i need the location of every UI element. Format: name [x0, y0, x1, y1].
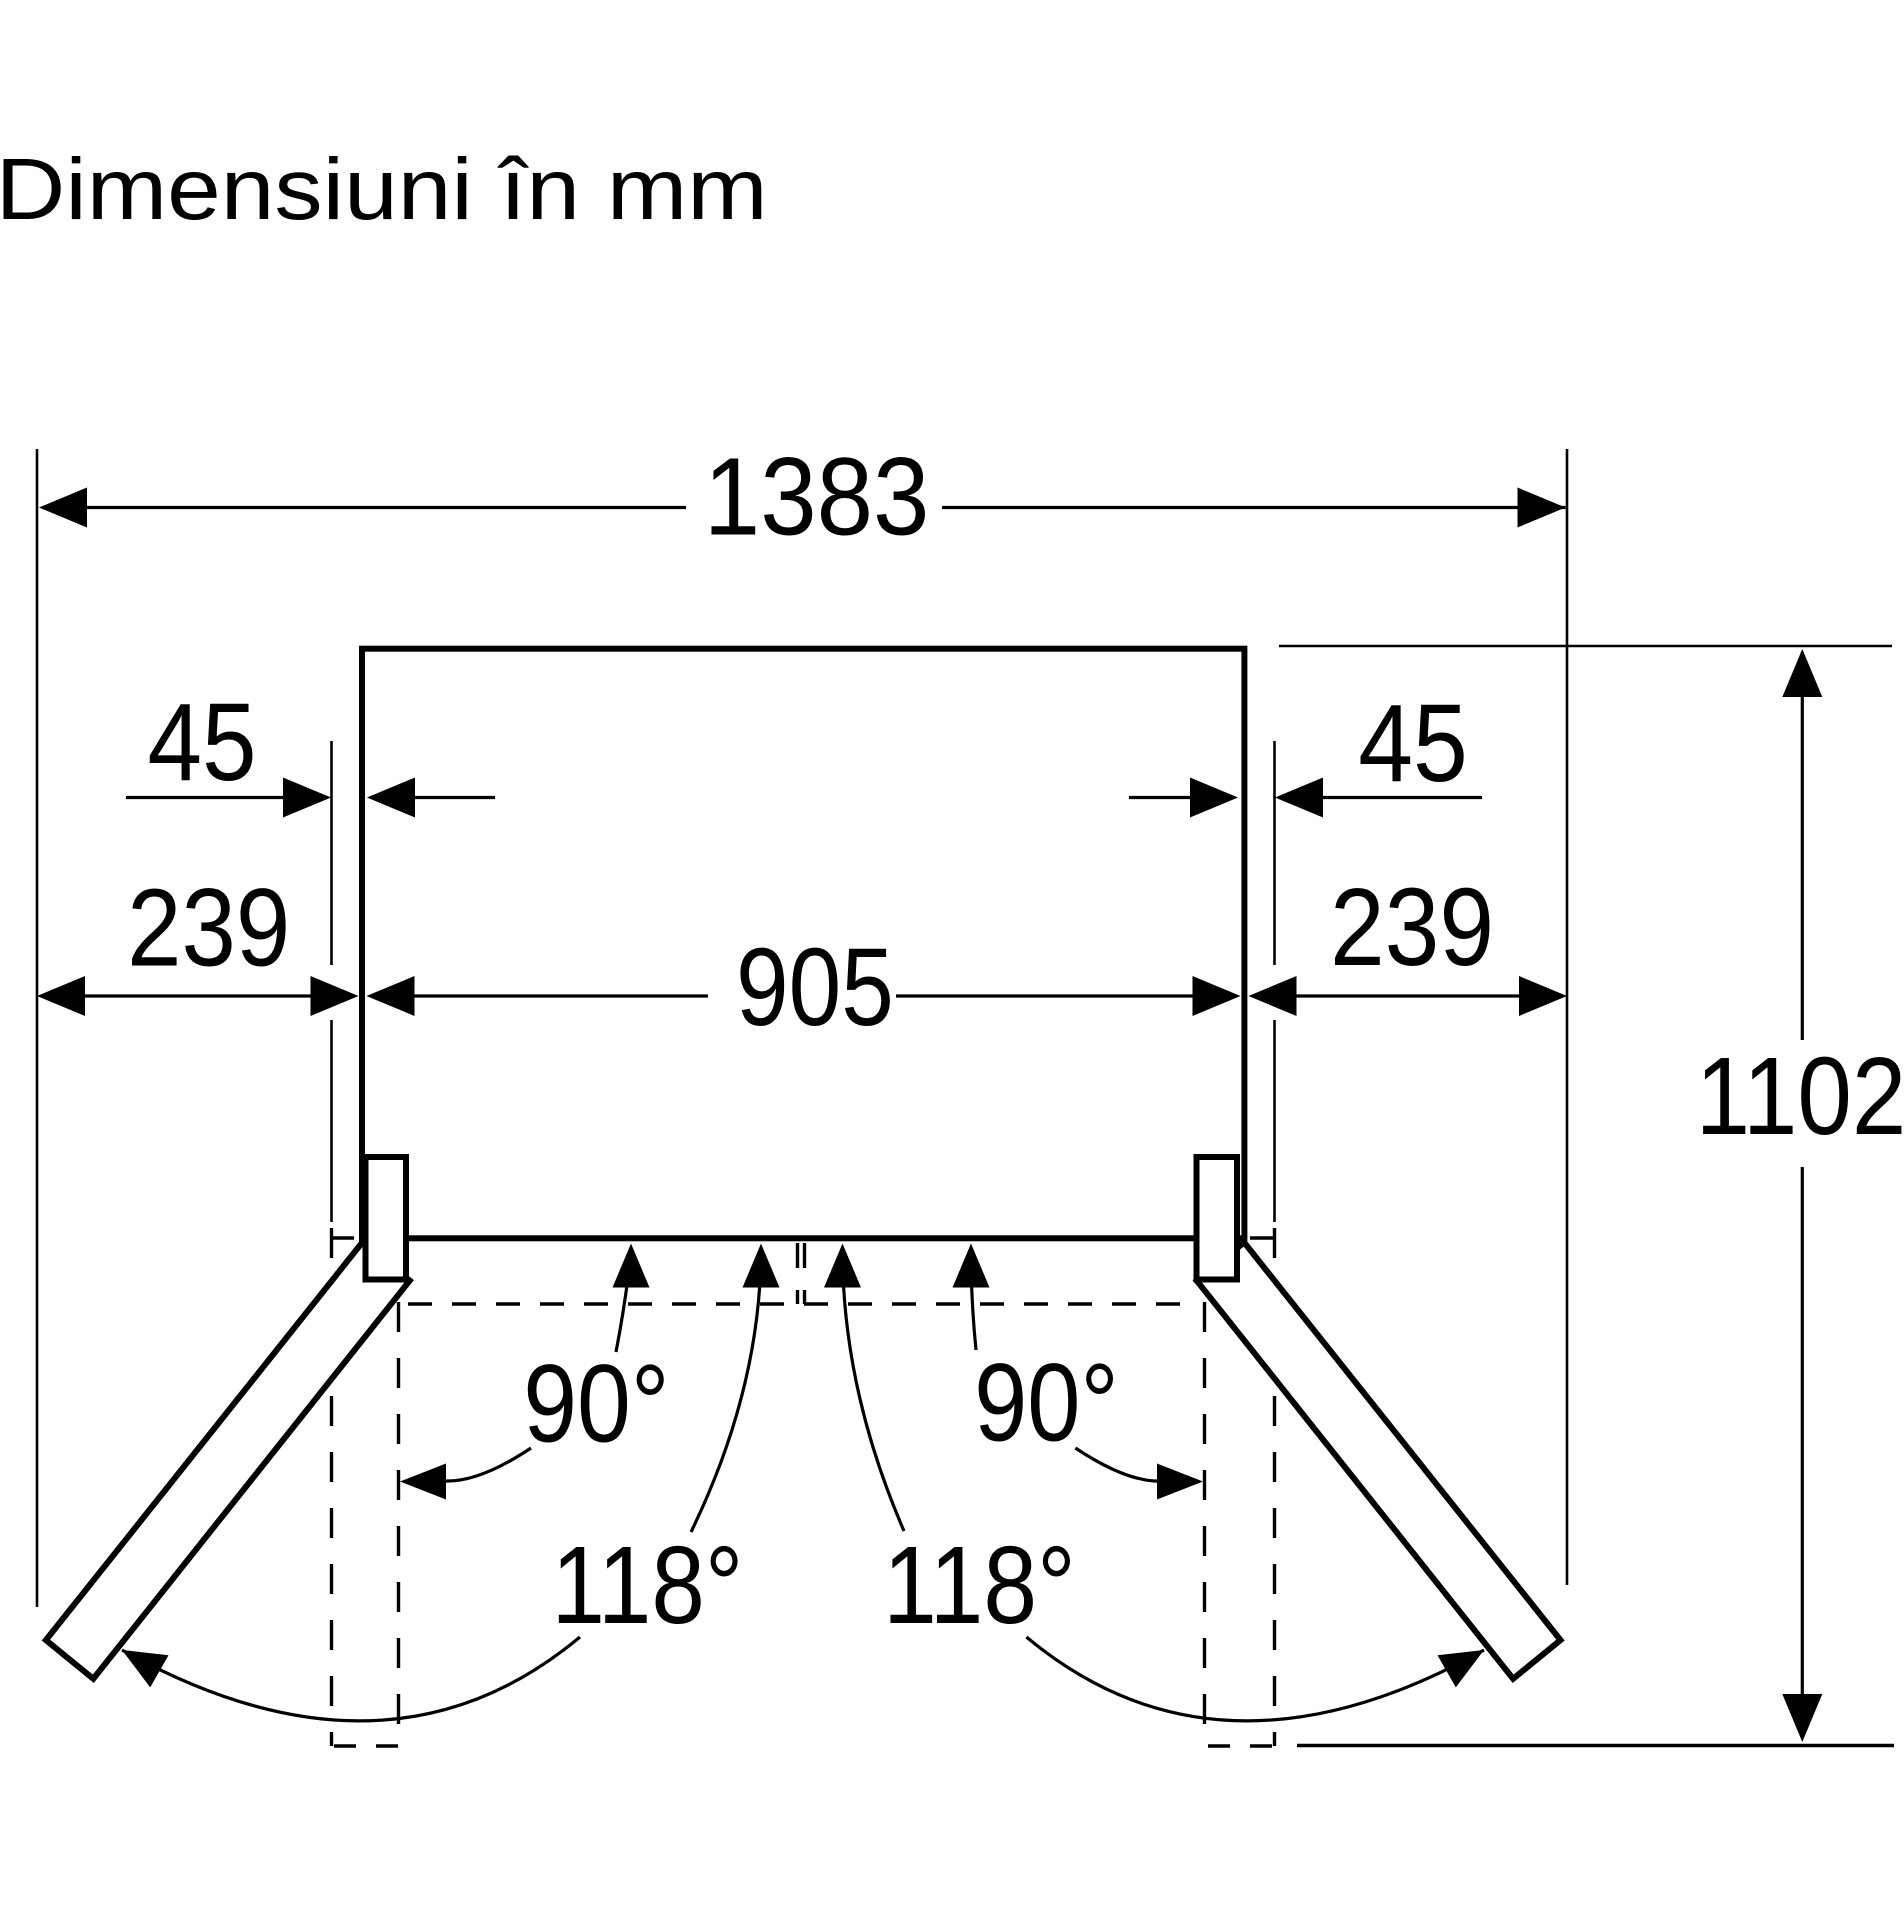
svg-text:90°: 90°: [523, 1343, 669, 1466]
svg-text:118°: 118°: [552, 1524, 744, 1647]
svg-text:45: 45: [147, 681, 256, 804]
svg-text:45: 45: [1358, 682, 1468, 805]
svg-text:118°: 118°: [883, 1524, 1076, 1647]
svg-text:90°: 90°: [974, 1342, 1119, 1465]
svg-text:1102: 1102: [1696, 1035, 1904, 1158]
svg-text:239: 239: [1330, 866, 1494, 989]
svg-text:905: 905: [736, 926, 894, 1049]
svg-text:239: 239: [127, 867, 290, 990]
svg-text:1383: 1383: [704, 436, 930, 559]
svg-text:Dimensiuni în mm: Dimensiuni în mm: [0, 140, 768, 238]
